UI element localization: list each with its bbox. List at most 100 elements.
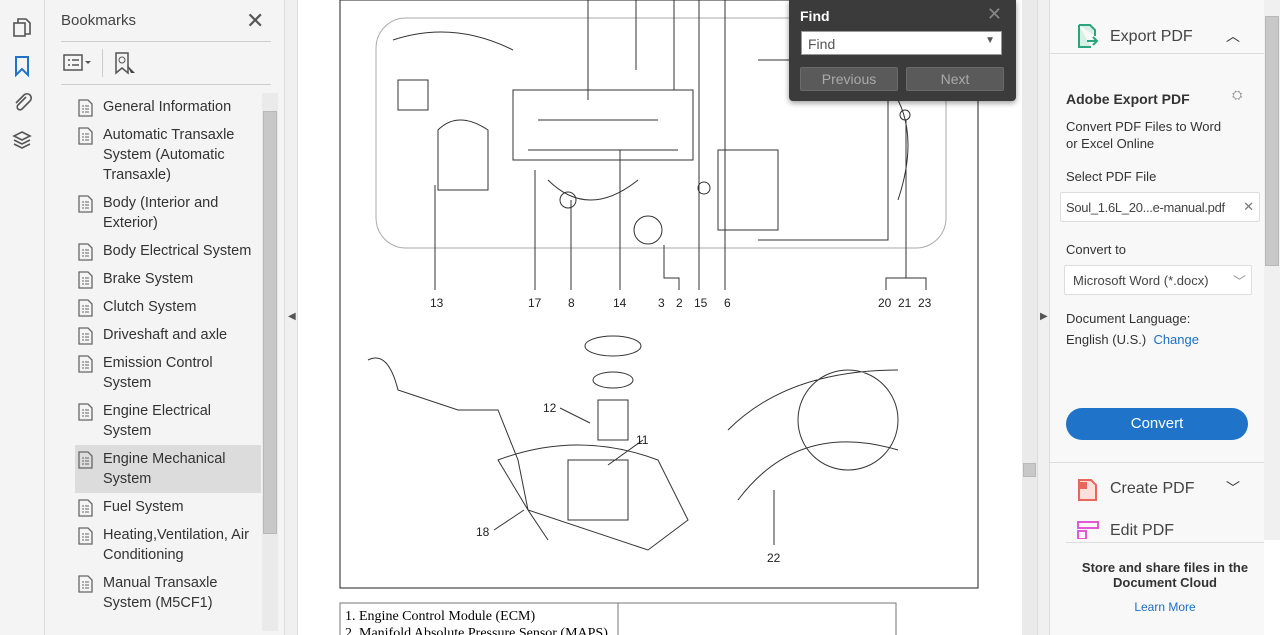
clear-icon[interactable]: ✕ [1243,199,1254,214]
document-scrollbar[interactable] [1022,0,1037,635]
convert-to-value: Microsoft Word (*.docx) [1073,273,1209,288]
chevron-down-icon[interactable]: ﹀ [1226,480,1240,496]
bookmark-item[interactable]: Brake System [75,265,261,293]
bookmark-item[interactable]: Body (Interior and Exterior) [75,189,261,237]
callout: 6 [724,296,731,310]
bookmark-label: Emission Control System [103,355,213,391]
bookmark-item[interactable]: Fuel System [75,493,261,521]
callout: 14 [613,296,627,310]
callout: 12 [543,401,557,415]
right-panel-collapse[interactable]: ▶ [1037,0,1050,635]
document-page: 13 17 8 14 3 2 15 6 20 21 23 12 11 18 22… [298,0,1022,635]
previous-button[interactable]: Previous [800,67,898,91]
description: or Excel Online [1066,136,1155,151]
callout: 22 [767,551,781,565]
learn-more-link[interactable]: Learn More [1134,600,1196,614]
find-title: Find [800,8,830,24]
attachment-icon[interactable] [11,91,33,113]
export-pdf-icon [1078,24,1099,48]
chevron-up-icon[interactable]: ︿ [1226,28,1240,44]
chevron-down-icon[interactable]: ﹀ [1232,274,1246,289]
callout: 20 [878,296,892,310]
find-input[interactable]: Find ▼ [801,31,1002,55]
create-pdf-tool[interactable]: Create PDF [1110,480,1195,497]
callout: 8 [568,296,575,310]
bookmark-label: Manual Transaxle System (M5CF1) [103,575,218,611]
callout: 23 [918,296,932,310]
engine-diagram: 13 17 8 14 3 2 15 6 20 21 23 12 11 18 22… [339,0,979,635]
edit-pdf-icon [1077,521,1099,539]
bookmark-label: Body (Interior and Exterior) [103,195,219,231]
new-bookmark-icon[interactable] [113,51,137,77]
convert-to-select[interactable]: Microsoft Word (*.docx) ﹀ [1064,265,1252,295]
change-language-link[interactable]: Change [1153,332,1199,347]
language-value: English (U.S.) [1066,332,1147,347]
bookmark-page-icon [78,575,93,593]
bookmark-page-icon [78,243,93,261]
bookmark-label: Fuel System [103,499,184,515]
language-label: Document Language: [1066,311,1191,326]
bookmarks-scrollbar[interactable] [262,93,278,631]
bookmark-item[interactable]: Automatic Transaxle System (Automatic Tr… [75,121,261,189]
layers-icon[interactable] [11,129,33,151]
bookmark-label: Body Electrical System [103,243,252,259]
pages-icon[interactable] [11,17,33,39]
bookmark-page-icon [78,527,93,545]
close-icon[interactable]: ✕ [986,4,1002,24]
table-cell: 2. Manifold Absolute Pressure Sensor (MA… [345,626,608,635]
right-tools-panel: Export PDF ︿ Adobe Export PDF ⛭ Convert … [1050,0,1264,635]
cloud-promo: Store and share files in the Document Cl… [1081,560,1249,590]
export-pdf-header[interactable]: Export PDF [1110,28,1193,45]
bookmark-page-icon [78,99,93,117]
callout: 15 [694,296,708,310]
adobe-export-heading: Adobe Export PDF [1066,91,1190,107]
bookmark-label: Heating,Ventilation, Air Conditioning [103,527,249,563]
callout: 18 [476,525,490,539]
create-pdf-icon [1078,479,1097,501]
bookmark-page-icon [78,499,93,517]
left-panel-collapse[interactable]: ◀ [284,0,298,635]
bookmark-icon[interactable] [11,55,33,77]
chevron-down-icon[interactable]: ▼ [985,35,995,46]
bookmark-label: Driveshaft and axle [103,327,228,343]
bookmark-options-icon[interactable] [63,53,95,73]
callout: 13 [430,296,444,310]
callout: 2 [676,296,683,310]
edit-pdf-tool[interactable]: Edit PDF [1110,522,1175,539]
description: Convert PDF Files to Word [1066,119,1222,134]
callout: 3 [658,296,665,310]
bookmark-item[interactable]: Engine Electrical System [75,397,261,445]
bookmark-item[interactable]: Body Electrical System [75,237,261,265]
bookmark-page-icon [78,271,93,289]
bookmark-item[interactable]: Engine Mechanical System [75,445,261,493]
bookmark-label: Clutch System [103,299,197,315]
find-dialog: Find ✕ Find ▼ Previous Next [789,0,1016,101]
bookmark-page-icon [78,451,93,469]
bookmarks-title: Bookmarks [61,12,137,29]
bookmark-item[interactable]: Heating,Ventilation, Air Conditioning [75,521,261,569]
convert-button[interactable]: Convert [1066,408,1248,440]
bookmark-item[interactable]: Driveshaft and axle [75,321,261,349]
callout: 17 [528,296,542,310]
bookmark-item[interactable]: Clutch System [75,293,261,321]
bookmark-page-icon [78,327,93,345]
bookmark-item[interactable]: Manual Transaxle System (M5CF1) [75,569,261,617]
left-tool-rail [0,0,45,635]
right-panel-scrollbar[interactable] [1264,0,1280,540]
callout: 21 [898,296,912,310]
bookmark-item[interactable]: General Information [75,93,261,121]
selected-file-field[interactable]: Soul_1.6L_20...e-manual.pdf ✕ [1060,192,1260,222]
bookmark-page-icon [78,127,93,145]
close-icon[interactable]: ✕ [246,8,265,33]
bookmark-label: Brake System [103,271,194,287]
find-placeholder: Find [808,36,836,52]
next-button[interactable]: Next [906,67,1004,91]
file-name: Soul_1.6L_20...e-manual.pdf [1066,200,1225,215]
bookmark-item[interactable]: Emission Control System [75,349,261,397]
callout: 11 [636,433,649,447]
bookmark-label: Engine Electrical System [103,403,211,439]
cloud-icon[interactable]: ⛭ [1232,87,1243,102]
select-pdf-link[interactable]: Select PDF File [1066,169,1157,184]
